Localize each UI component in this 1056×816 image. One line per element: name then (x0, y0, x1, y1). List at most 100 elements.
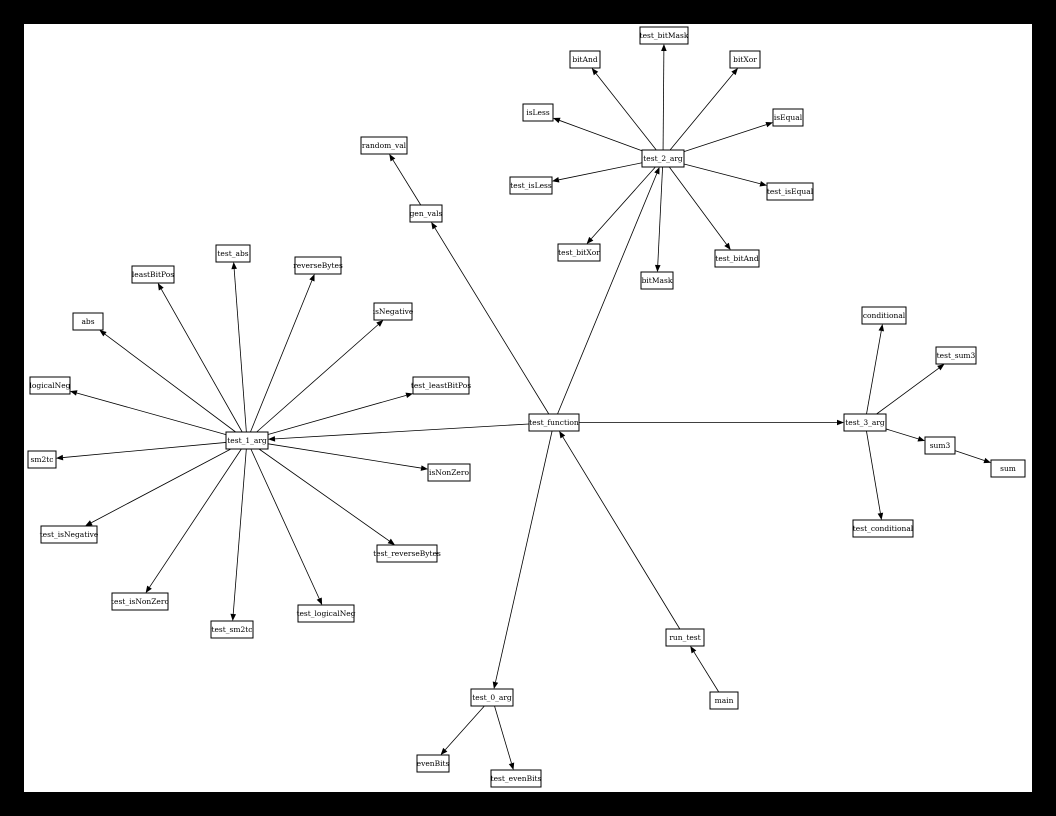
node-reverseBytes: reverseBytes (293, 256, 343, 275)
node-test_3_arg: test_3_arg (843, 413, 887, 432)
edge-line (668, 166, 727, 245)
node-test_sum3: test_sum3 (935, 346, 977, 365)
edge-line (62, 442, 227, 458)
edge-line (256, 324, 379, 433)
node-box (29, 376, 71, 395)
arrowhead-icon (553, 117, 561, 124)
node-isNonZero: isNonZero (427, 463, 471, 482)
node-label: test_isNonZero (111, 597, 169, 606)
edge-line (250, 448, 320, 599)
node-label: test_bitMask (640, 31, 689, 40)
edge-line (866, 430, 881, 514)
node-label: test_abs (217, 249, 248, 258)
edge-line (562, 436, 681, 630)
edge-line (662, 50, 665, 151)
node-box (409, 204, 443, 223)
arrowhead-icon (99, 330, 107, 337)
node-label: test_evenBits (491, 774, 542, 783)
edge-test_1_arg-to-isNonZero (267, 443, 428, 471)
node-box (640, 271, 674, 290)
edge-line (557, 173, 658, 415)
node-test_logicalNeg: test_logicalNeg (296, 604, 356, 623)
node-label: random_val (362, 141, 407, 150)
edge-line (104, 333, 236, 433)
edge-test_2_arg-to-test_bitAnd (668, 166, 731, 250)
edge-test_1_arg-to-leastBitPos (157, 283, 243, 433)
node-label: test_leastBitPos (411, 381, 471, 390)
node-label: test_isLess (510, 181, 552, 190)
node-box (131, 265, 175, 284)
node-label: test_logicalNeg (296, 609, 355, 618)
node-label: test_bitAnd (715, 254, 759, 263)
edge-line (434, 227, 550, 415)
node-box (772, 108, 804, 127)
node-test_isEqual: test_isEqual (766, 182, 814, 201)
edge-line (669, 73, 734, 151)
node-box (373, 302, 413, 321)
edge-line (885, 428, 919, 440)
arrowhead-icon (759, 181, 767, 187)
arrowhead-icon (690, 646, 697, 654)
node-label: test_bitXor (558, 248, 600, 257)
node-box (639, 26, 689, 45)
node-test_conditional: test_conditional (852, 519, 914, 538)
node-box (210, 620, 254, 639)
node-test_bitMask: test_bitMask (639, 26, 689, 45)
arrowhead-icon (56, 454, 64, 461)
node-test_leastBitPos: test_leastBitPos (411, 376, 471, 395)
node-evenBits: evenBits (416, 754, 450, 773)
node-box (766, 182, 814, 201)
node-bitMask: bitMask (640, 271, 674, 290)
nodes-layer: test_functiontest_1_argtest_2_argtest_3_… (27, 26, 1026, 788)
node-box (641, 149, 685, 168)
node-label: sum (1000, 464, 1016, 473)
edge-test_2_arg-to-test_bitMask (661, 44, 667, 151)
node-test_reverseBytes: test_reverseBytes (373, 544, 441, 563)
node-label: test_conditional (853, 524, 914, 533)
arrowhead-icon (231, 262, 237, 270)
edge-test_1_arg-to-test_logicalNeg (250, 448, 323, 605)
edge-line (495, 430, 553, 683)
node-conditional: conditional (861, 306, 907, 325)
edge-test_1_arg-to-test_isNonZero (145, 448, 242, 593)
node-label: test_sm2tc (211, 625, 252, 634)
node-label: main (715, 696, 734, 705)
arrowhead-icon (917, 436, 925, 442)
node-random_val: random_val (360, 136, 408, 155)
node-test_1_arg: test_1_arg (225, 431, 269, 450)
node-label: abs (81, 317, 94, 326)
edge-test_1_arg-to-isNegative (256, 320, 384, 433)
edge-test_1_arg-to-test_leastBitPos (267, 392, 413, 435)
edge-test_2_arg-to-bitXor (669, 68, 738, 151)
arrowhead-icon (389, 154, 396, 162)
edge-line (444, 705, 485, 751)
arrowhead-icon (376, 320, 384, 327)
arrowhead-icon (492, 681, 499, 689)
edge-test_function-to-test_3_arg (579, 419, 844, 426)
edge-line (233, 268, 247, 433)
edge-line (558, 162, 643, 181)
arrowhead-icon (508, 762, 515, 770)
node-box (709, 691, 739, 710)
edge-test_1_arg-to-reverseBytes (250, 274, 315, 433)
node-label: evenBits (417, 759, 450, 768)
arrowhead-icon (765, 121, 773, 128)
node-box (714, 249, 760, 268)
edge-line (250, 280, 313, 433)
node-box (470, 688, 514, 707)
edge-test_1_arg-to-abs (99, 330, 236, 433)
node-box (569, 50, 601, 69)
node-logicalNeg: logicalNeg (29, 376, 71, 395)
node-label: test_isEqual (767, 187, 814, 196)
edge-test_1_arg-to-sm2tc (56, 442, 227, 461)
node-box (416, 754, 450, 773)
arrowhead-icon (268, 436, 276, 442)
node-label: test_sum3 (937, 351, 976, 360)
node-box (528, 413, 580, 432)
arrowhead-icon (837, 419, 844, 426)
edge-line (149, 448, 242, 588)
node-test_function: test_function (528, 413, 580, 432)
edge-line (657, 166, 663, 266)
arrowhead-icon (586, 236, 594, 244)
edge-test_3_arg-to-test_sum3 (876, 364, 945, 415)
